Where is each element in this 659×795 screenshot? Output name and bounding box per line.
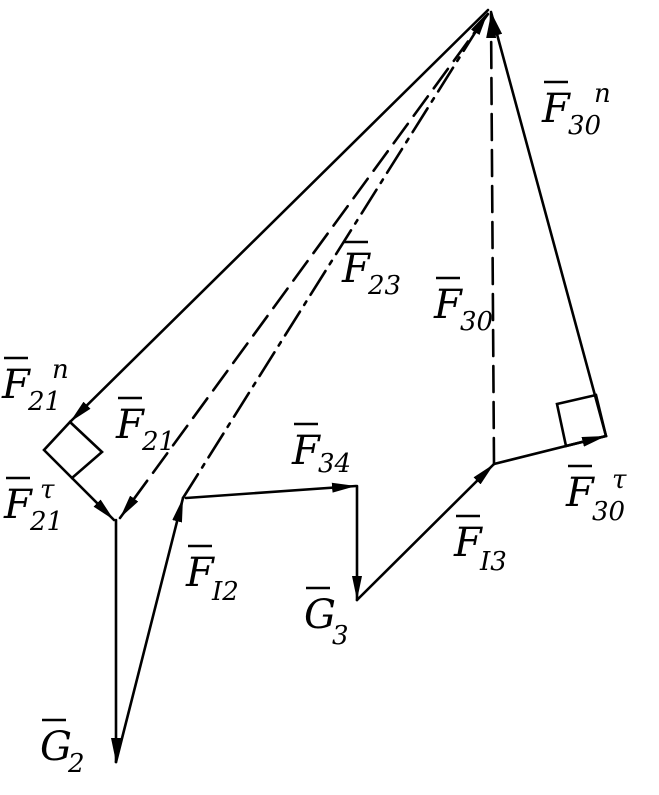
svg-text:τ: τ (40, 475, 55, 505)
vector-f30n (489, 10, 608, 438)
label-f12: F I2 (185, 544, 239, 607)
label-g3: G 3 (304, 586, 349, 651)
svg-text:τ: τ (612, 465, 627, 495)
vector-f21 (118, 12, 490, 520)
vector-f21n (68, 8, 490, 424)
vector-f21t (70, 476, 116, 522)
svg-text:I3: I3 (479, 547, 507, 577)
vector-f23 (181, 10, 490, 500)
label-f30n: F 30 n (541, 79, 611, 141)
svg-text:30: 30 (460, 307, 493, 337)
label-f34: F 34 (291, 422, 351, 479)
svg-text:23: 23 (367, 271, 401, 301)
svg-text:F: F (115, 402, 145, 448)
svg-text:3: 3 (332, 621, 349, 651)
svg-text:F: F (185, 550, 215, 596)
svg-text:F: F (3, 482, 33, 528)
svg-text:I2: I2 (211, 577, 239, 607)
label-f21n: F 21 n (1, 355, 69, 417)
svg-text:30: 30 (568, 111, 601, 141)
svg-text:F: F (291, 428, 321, 474)
svg-text:21: 21 (29, 507, 63, 537)
right-angle-marker-f21 (42, 420, 104, 480)
label-f21t: F 21 τ (3, 475, 63, 537)
svg-text:34: 34 (318, 449, 351, 479)
svg-text:F: F (541, 86, 571, 132)
label-f30t: F 30 τ (565, 464, 627, 527)
svg-text:21: 21 (141, 427, 175, 457)
label-g2: G 2 (40, 718, 85, 779)
svg-text:G: G (40, 724, 72, 770)
vector-f34 (184, 482, 358, 500)
svg-text:F: F (341, 246, 371, 292)
svg-text:F: F (453, 520, 483, 566)
vector-f13 (355, 462, 496, 602)
label-f13: F I3 (453, 514, 507, 577)
svg-text:n: n (52, 355, 69, 385)
svg-text:21: 21 (27, 387, 61, 417)
svg-text:2: 2 (67, 749, 85, 779)
vector-f12 (114, 496, 185, 764)
svg-text:F: F (433, 282, 463, 328)
svg-text:G: G (304, 592, 336, 638)
svg-text:30: 30 (592, 497, 625, 527)
right-angle-marker-f30 (555, 393, 608, 448)
svg-text:F: F (565, 470, 595, 516)
label-f21: F 21 (115, 396, 175, 457)
label-f30: F 30 (433, 276, 493, 337)
svg-text:n: n (594, 79, 611, 109)
label-f23: F 23 (341, 240, 401, 301)
vector-f30 (486, 12, 497, 466)
svg-text:F: F (1, 362, 31, 408)
